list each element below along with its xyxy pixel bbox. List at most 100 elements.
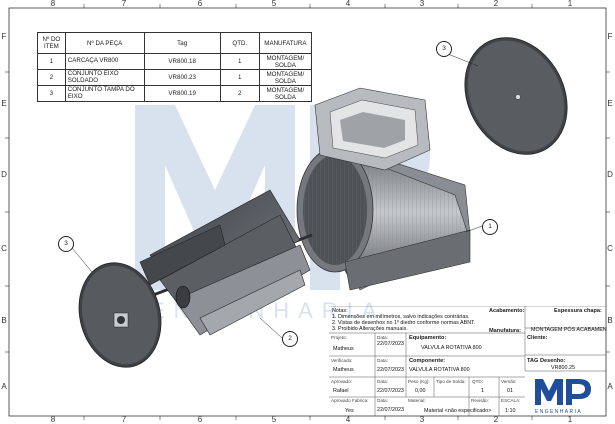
zone-label-left: D — [1, 170, 7, 179]
bom-header-part: Nº DA PEÇA — [64, 32, 145, 54]
material-value: Material <não especificado> — [424, 408, 492, 414]
balloon-item-3-lower: 3 — [58, 236, 74, 252]
zone-label-right: F — [607, 32, 613, 41]
zone-label-top: 8 — [50, 0, 56, 8]
bom-qty: 1 — [219, 53, 260, 70]
scale-label: ESCALA: — [501, 398, 521, 403]
bom-part: CARCAÇA VR800 — [64, 53, 145, 70]
title-block: Notas: 1. Dimensões em milímetros, salvo… — [329, 306, 607, 416]
zone-label-left: B — [1, 316, 7, 325]
tag-value: VR800.25 — [551, 365, 575, 371]
component-label: Componente: — [409, 358, 446, 364]
material-label: Material: — [408, 398, 426, 403]
bom-item: 3 — [37, 85, 66, 102]
verified-value: Matheus — [333, 367, 354, 373]
table-row: 1 CARCAÇA VR800 VR800.18 1 MONTAGEM/ SOL… — [37, 53, 313, 70]
bom-header-mfg: MANUFATURA — [258, 32, 313, 54]
weight-value: 0,00 — [415, 388, 426, 394]
zone-label-right: D — [607, 170, 613, 179]
zone-label-right: A — [607, 382, 613, 391]
mfg-approved-date: 22/07/2023 — [377, 407, 404, 413]
zone-label-left: A — [1, 382, 7, 391]
notes-label: Notas: — [332, 308, 348, 314]
housing-body — [296, 87, 471, 291]
zone-label-right: E — [607, 99, 613, 108]
zone-label-right: B — [607, 316, 613, 325]
rotor-shaft — [139, 189, 313, 336]
zone-label-bottom: 1 — [567, 415, 573, 424]
leader-lines — [71, 53, 483, 339]
verified-date-label: Data: — [377, 358, 388, 363]
bom-mfg: MONTAGEM/ SOLDA — [258, 69, 313, 86]
equipment-label: Equipamento: — [409, 335, 447, 341]
equipment-value: VALVULA ROTATIVA 800 — [421, 345, 482, 351]
weld-label: Tipo de Solda: — [436, 379, 466, 384]
bom-tag: VR800.23 — [143, 69, 221, 86]
thickness-label: Espessura chapa: — [554, 308, 602, 314]
project-label: Projeto: — [331, 335, 347, 340]
zone-label-bottom: 6 — [197, 415, 203, 424]
zone-label-right: C — [607, 244, 613, 253]
bom-mfg: MONTAGEM/ SOLDA — [258, 85, 313, 102]
client-label: Cliente: — [527, 335, 548, 341]
bom-part: CONJUNTO TAMPA DO EIXO — [64, 85, 145, 102]
zone-label-top: 5 — [271, 0, 277, 8]
balloon-item-3-upper: 3 — [436, 41, 452, 57]
lower-cover-disc — [78, 262, 162, 368]
table-row: 2 CONJUNTO EIXO SOLDADO VR800.23 1 MONTA… — [37, 69, 313, 86]
mfg-value: MONTAGEM PÓS ACABAMEN — [531, 327, 607, 333]
title-block-grid — [329, 306, 606, 416]
note-2: 2. Vistas de desenhos no 1º diedro confo… — [332, 320, 476, 326]
scale-value: 1:10 — [505, 408, 516, 414]
zone-label-left: F — [1, 32, 7, 41]
bom-qty: 2 — [219, 85, 260, 102]
zone-label-left: E — [1, 99, 7, 108]
bill-of-materials: Nº DO ITEM Nº DA PEÇA Tag QTD. MANUFATUR… — [37, 32, 313, 102]
bom-item: 1 — [37, 53, 66, 70]
approved-date: 22/07/2023 — [377, 388, 404, 394]
project-date-label: Data: — [377, 335, 388, 340]
bom-header-qty: QTD. — [219, 32, 260, 54]
balloon-item-1: 1 — [482, 219, 498, 235]
component-value: VALVULA ROTATIVA 800 — [409, 367, 470, 373]
bom-mfg: MONTAGEM/ SOLDA — [258, 53, 313, 70]
bom-part: CONJUNTO EIXO SOLDADO — [64, 69, 145, 86]
weight-label: Peso (Kg): — [408, 379, 430, 384]
qty-label: QTD: — [472, 379, 483, 384]
version-value: 01 — [507, 388, 513, 394]
zone-label-left: C — [1, 244, 7, 253]
upper-cover-disc — [464, 37, 568, 155]
approved-value: Rafael — [333, 388, 349, 394]
zone-label-bottom: 7 — [121, 415, 127, 424]
bom-header-tag: Tag — [143, 32, 221, 54]
company-logo: ENGENHARIA — [535, 379, 591, 415]
zone-label-bottom: 3 — [419, 415, 425, 424]
verified-date: 22/07/2023 — [377, 367, 404, 373]
zone-label-bottom: 4 — [345, 415, 351, 424]
qty-value: 1 — [481, 388, 484, 394]
revision-label: Revisão: — [471, 398, 489, 403]
note-1: 1. Dimensões em milímetros, salvo indica… — [332, 314, 470, 320]
tag-label: TAG Desenho: — [527, 358, 566, 364]
finish-label: Acabamento: — [489, 308, 525, 314]
balloon-item-2: 2 — [282, 331, 298, 347]
mfg-label: Manufatura: — [489, 328, 522, 334]
bom-tag: VR800.19 — [143, 85, 221, 102]
zone-label-bottom: 8 — [50, 415, 56, 424]
project-date: 22/07/2023 — [377, 341, 404, 347]
zone-label-top: 3 — [419, 0, 425, 8]
project-value: Matheus — [333, 346, 354, 352]
zone-label-top: 6 — [197, 0, 203, 8]
version-label: Versão: — [501, 379, 517, 384]
zone-label-top: 7 — [121, 0, 127, 8]
bom-tag: VR800.18 — [143, 53, 221, 70]
zone-label-top: 1 — [567, 0, 573, 8]
mfg-approved-value: Yes — [345, 408, 354, 414]
mfg-approved-date-label: Data: — [377, 398, 388, 403]
mfg-approved-label: Aprovado Fabrica: — [331, 398, 369, 403]
bom-header-item: Nº DO ITEM — [37, 32, 66, 54]
zone-label-top: 2 — [493, 0, 499, 8]
